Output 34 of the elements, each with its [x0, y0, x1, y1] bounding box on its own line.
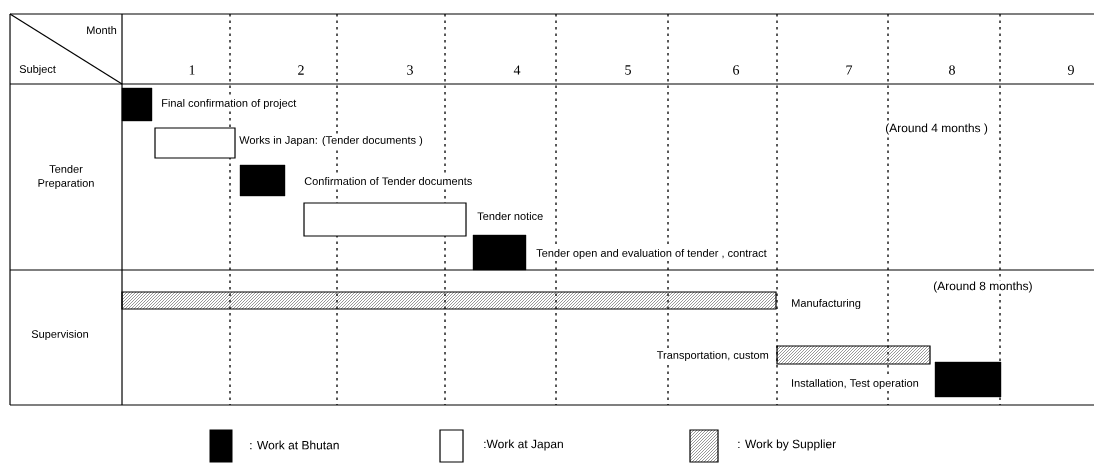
- row-heading: Supervision: [31, 329, 88, 341]
- gantt-bar: [303, 202, 467, 237]
- legend-text: :Work at Japan: [484, 439, 563, 451]
- gantt-bar: [121, 291, 777, 310]
- header-text: Month: [85, 24, 118, 36]
- gantt-bar: [239, 164, 286, 197]
- month-number: 6: [731, 64, 741, 76]
- month-number: 1: [187, 64, 197, 76]
- bar-label: Tender open and evaluation of tender , contract: [535, 247, 768, 261]
- bar-label: Tender notice: [476, 210, 545, 222]
- month-number: 2: [296, 64, 306, 76]
- row-heading: Tender Preparation: [38, 164, 94, 190]
- month-number: 5: [623, 64, 633, 76]
- month-number: 9: [1066, 64, 1076, 76]
- month-number: 4: [512, 64, 522, 76]
- bar-label: Confirmation of Tender documents: [303, 175, 474, 187]
- gantt-bar: [472, 234, 527, 271]
- month-number: 8: [947, 64, 957, 76]
- gantt-bar: [934, 361, 1002, 398]
- bar-label: Works in Japan: (Tender documents ): [238, 134, 424, 148]
- legend-text: : Work by Supplier: [738, 439, 836, 451]
- duration-note: (Around 8 months): [932, 280, 1034, 294]
- month-number: 7: [844, 64, 854, 76]
- header-text: Subject: [18, 63, 57, 77]
- gantt-bar: [121, 87, 153, 122]
- bar-label: Final confirmation of project: [160, 97, 298, 111]
- duration-note: (Around 4 months ): [884, 122, 989, 136]
- gantt-bar: [154, 127, 236, 159]
- bar-label: Manufacturing: [790, 297, 862, 311]
- bar-label: Installation, Test operation: [790, 377, 920, 391]
- legend-text: : Work at Bhutan: [250, 440, 339, 450]
- bar-label: Transportation, custom: [655, 349, 770, 363]
- month-number: 3: [405, 64, 415, 76]
- gantt-bar: [776, 345, 931, 365]
